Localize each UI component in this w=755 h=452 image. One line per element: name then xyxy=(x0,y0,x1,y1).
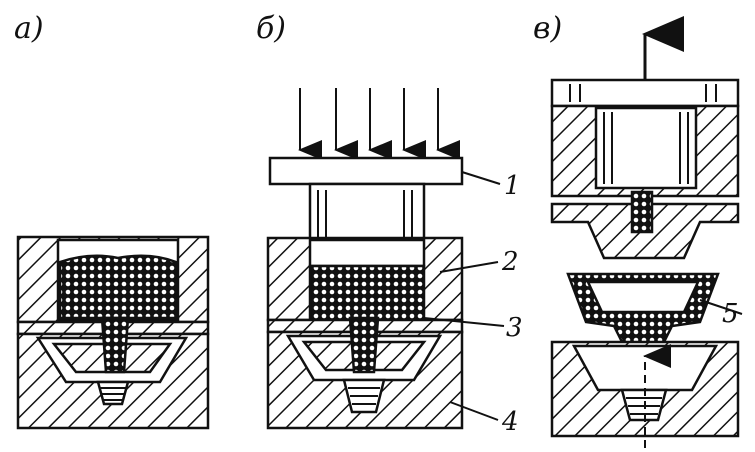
leader-3 xyxy=(423,317,505,327)
callout-3: 3 xyxy=(506,313,523,343)
panel-v-plate-shading xyxy=(569,84,717,102)
panel-v: в) 5 xyxy=(533,11,743,448)
leader-5 xyxy=(699,299,743,315)
ejected-part-inner xyxy=(586,280,700,314)
panel-v-sprue xyxy=(630,190,654,234)
callout-1: 1 xyxy=(504,171,521,201)
panel-b-label: б) xyxy=(256,11,286,46)
callout-5: 5 xyxy=(722,299,739,329)
panel-b-channel xyxy=(348,316,380,374)
panel-a: а) xyxy=(14,11,210,430)
panel-a-nozzle-lines xyxy=(100,387,126,401)
panel-b: б) 1 2 3 xyxy=(256,11,523,437)
panel-v-label: в) xyxy=(533,11,562,46)
callout-2: 2 xyxy=(501,247,519,277)
panel-a-channel xyxy=(100,316,130,374)
panel-a-label: а) xyxy=(14,11,44,46)
porous-compact xyxy=(308,264,426,322)
punch-head xyxy=(268,156,464,186)
force-arrows xyxy=(298,88,460,160)
panel-a-compact xyxy=(58,254,178,320)
leader-2 xyxy=(439,261,499,273)
leader-4 xyxy=(449,401,499,421)
panel-b-nozzle-lines xyxy=(348,387,380,405)
punch-stem-shading xyxy=(317,190,413,260)
panel-v-cavity-shading xyxy=(603,112,689,184)
callout-4: 4 xyxy=(501,407,519,437)
leader-1 xyxy=(461,171,501,185)
die-cavity-top xyxy=(308,238,426,268)
